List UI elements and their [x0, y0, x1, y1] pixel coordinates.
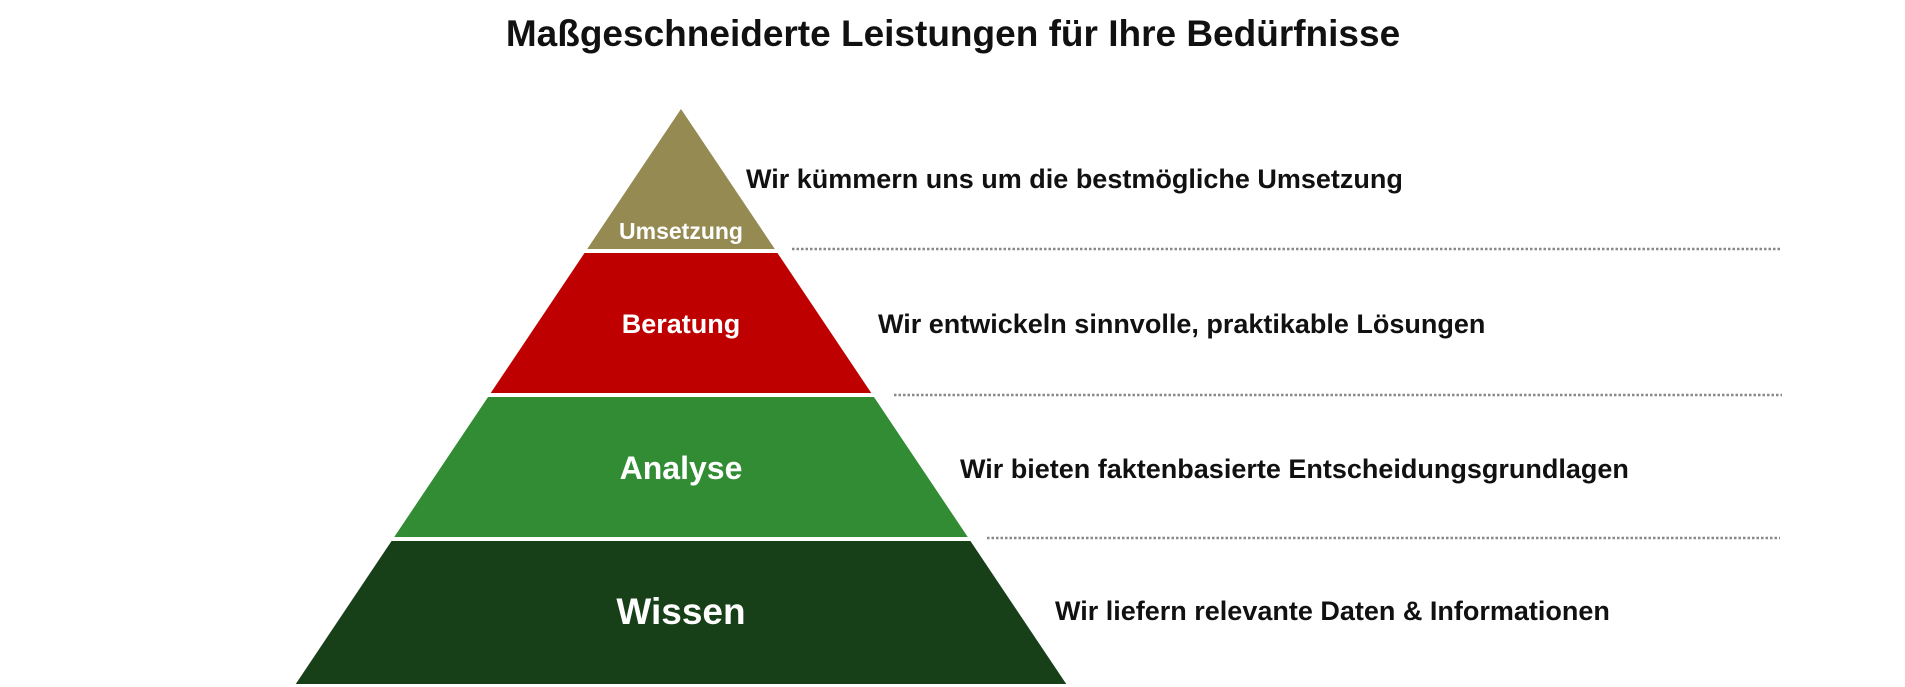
pyramid-tier-beratung [490, 253, 872, 393]
pyramid-tier-wissen [295, 541, 1067, 684]
description-analyse: Wir bieten faktenbasierte Entscheidungsg… [960, 454, 1629, 484]
tier-label-analyse: Analyse [620, 450, 743, 486]
description-umsetzung: Wir kümmern uns um die bestmögliche Umse… [746, 164, 1403, 194]
description-wissen: Wir liefern relevante Daten & Informatio… [1055, 596, 1610, 626]
tier-label-wissen: Wissen [616, 591, 745, 632]
description-beratung: Wir entwickeln sinnvolle, praktikable Lö… [878, 309, 1485, 339]
diagram-title: Maßgeschneiderte Leistungen für Ihre Bed… [506, 13, 1400, 54]
pyramid-tier-umsetzung [587, 109, 775, 249]
tier-label-beratung: Beratung [622, 309, 741, 339]
pyramid-tier-analyse [394, 397, 968, 537]
tier-label-umsetzung: Umsetzung [619, 218, 743, 244]
